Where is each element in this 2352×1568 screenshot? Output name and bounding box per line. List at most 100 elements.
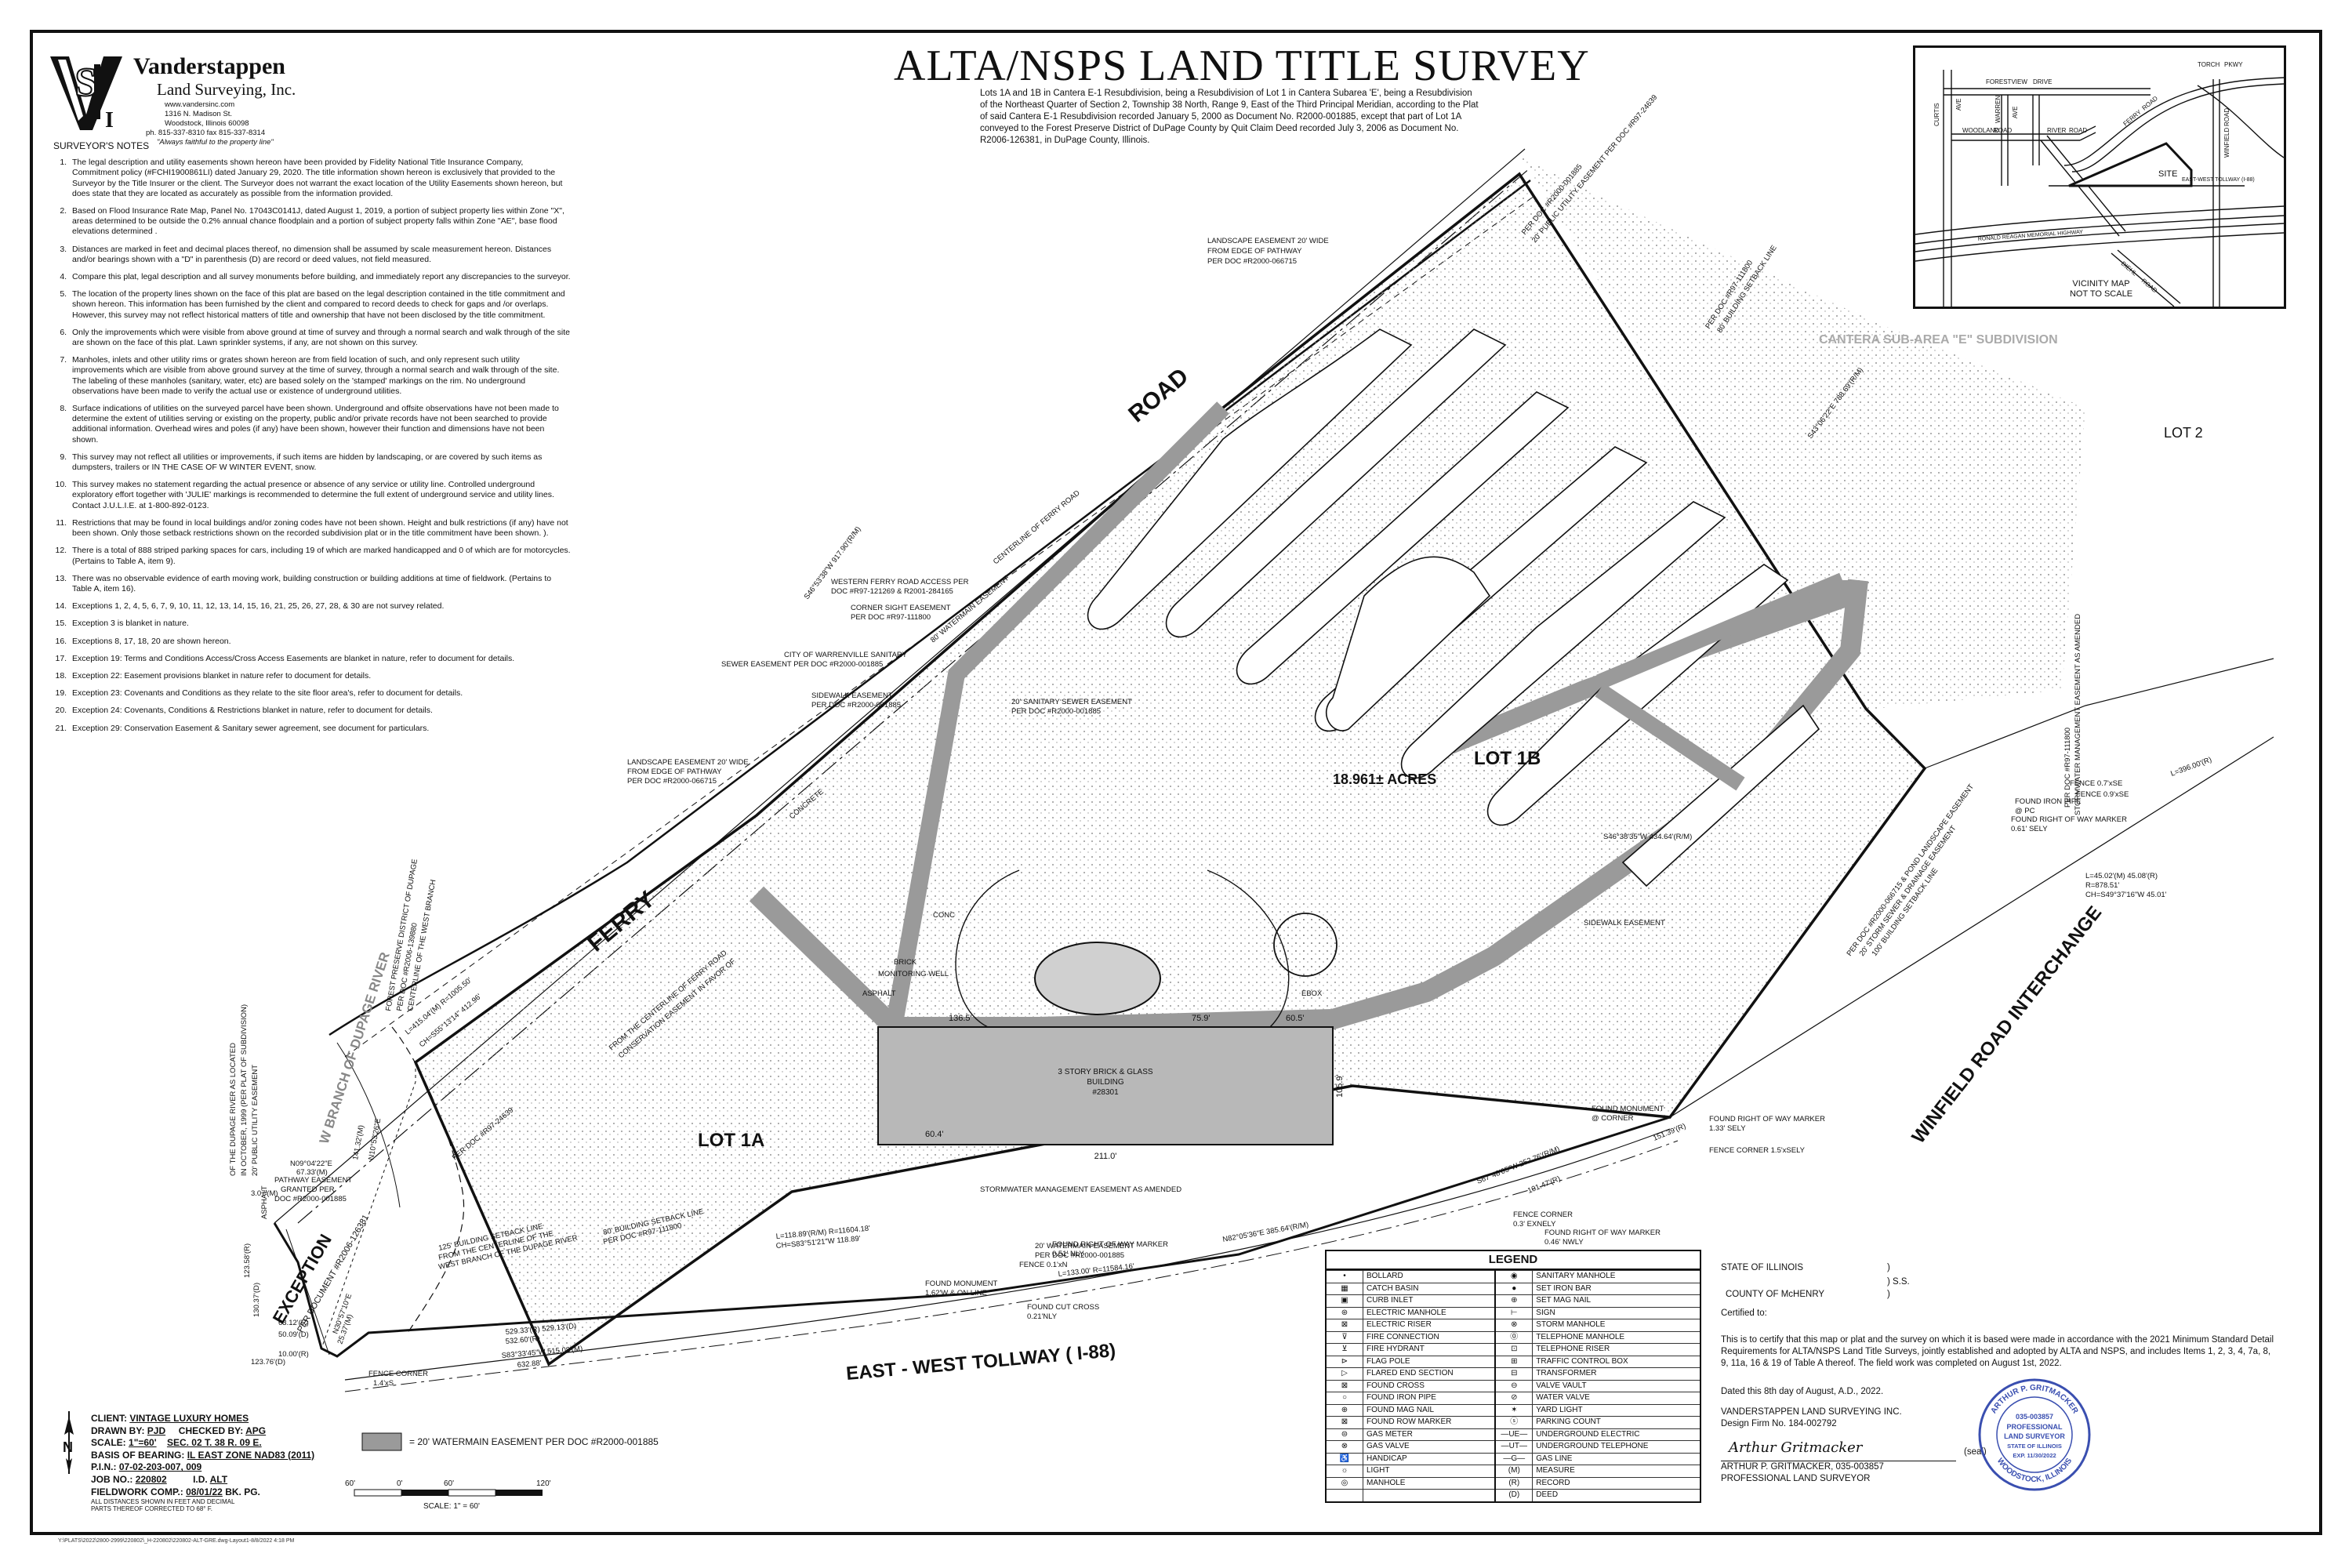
plan-annotation: @ CORNER (1592, 1114, 1634, 1123)
legend-symbol-icon: ⓪ (1495, 1330, 1534, 1344)
tb-bearing-lbl: BASIS OF BEARING: (91, 1449, 185, 1461)
company-motto: "Always faithful to the property line" (157, 138, 274, 147)
vic-street-forestview: FORESTVIEW (1986, 78, 2027, 85)
plan-annotation: 101.47'(R) (1526, 1174, 1562, 1196)
cert-firm: VANDERSTAPPEN LAND SURVEYING INC. (1721, 1407, 1902, 1417)
building-label-2: BUILDING (1087, 1078, 1123, 1087)
legend-symbol-icon: ⊕ (1327, 1403, 1363, 1417)
plan-annotation: 3.07'(M) (251, 1189, 278, 1198)
legend-name: WATER VALVE (1532, 1392, 1700, 1404)
note-item: The legal description and utility easeme… (69, 158, 571, 199)
legend-symbol-icon: ⊗ (1495, 1319, 1534, 1331)
plan-annotation: 532.60'(R) (505, 1334, 540, 1346)
plan-annotation: 123.76'(D) (251, 1358, 285, 1367)
scale-tick-2: 60' (444, 1479, 454, 1488)
plan-annotation: S46°38'35"W 434.64'(R/M) (1603, 833, 1692, 841)
surveyors-notes: SURVEYOR'S NOTES The legal description a… (53, 140, 571, 741)
plan-annotation: EBOX (1301, 989, 1323, 998)
plan-annotation: FOUND IRON PIPE (2015, 797, 2081, 806)
tb-drawn: PJD (147, 1425, 166, 1436)
courtyard (1034, 942, 1161, 1015)
note-item: Manholes, inlets and other utility rims … (69, 355, 571, 397)
note-item: Based on Flood Insurance Rate Map, Panel… (69, 206, 571, 238)
tollway-label: EAST - WEST TOLLWAY ( I-88) (845, 1340, 1116, 1385)
note-item: There is a total of 888 striped parking … (69, 546, 571, 566)
legend-name: PARKING COUNT (1532, 1416, 1700, 1428)
legend-name: STORM MANHOLE (1532, 1319, 1700, 1331)
cert-ss: ) S.S. (1887, 1277, 1910, 1287)
legend-symbol-icon: —UE— (1495, 1428, 1534, 1441)
tb-bearing: IL EAST ZONE NAD83 (2011) (187, 1449, 315, 1461)
legend-name: FLAG POLE (1363, 1355, 1497, 1368)
plan-annotation: FOUND MONUMENT (1592, 1105, 1664, 1113)
notes-list: The legal description and utility easeme… (53, 158, 571, 734)
tb-id: ALT (209, 1473, 228, 1485)
river-label: W BRANCH OF DUPAGE RIVER (317, 950, 393, 1145)
legend-symbol-icon: ⊗ (1327, 1440, 1363, 1453)
plan-annotation: FOUND RIGHT OF WAY MARKER (1052, 1240, 1168, 1249)
company-web: www.vandersinc.com (165, 100, 235, 109)
plan-annotation: PER DOC #R97-111800 (2063, 728, 2072, 808)
watermain-easement-band-3 (885, 401, 1229, 1029)
legend-name: GAS VALVE (1363, 1440, 1497, 1453)
lot-1a-label: LOT 1A (698, 1130, 764, 1151)
legend-symbol-icon: —UT— (1495, 1440, 1534, 1453)
building-dim-759: 75.9' (1192, 1014, 1210, 1023)
tb-bk-lbl: BK. (225, 1486, 241, 1497)
cert-paren-2: ) (1887, 1290, 1890, 1299)
legend-symbol-icon: ⓢ (1495, 1416, 1534, 1428)
legend-symbol-icon: ▦ (1327, 1282, 1363, 1295)
lot-1a-boundary (273, 1026, 1671, 1358)
vic-street-tollway: EAST-WEST TOLLWAY (I-88) (2182, 177, 2255, 183)
note-item: Exception 3 is blanket in nature. (69, 619, 571, 629)
acres-label: 18.961± ACRES (1333, 771, 1436, 787)
plan-annotation: CITY OF WARRENVILLE SANITARY (784, 651, 908, 659)
vic-street-woodland-road: ROAD (1994, 127, 2012, 134)
vic-street-river: RIVER (2047, 127, 2067, 134)
legend-name: UNDERGROUND TELEPHONE (1532, 1440, 1700, 1453)
note-item: The location of the property lines shown… (69, 289, 571, 321)
legend-name: ELECTRIC MANHOLE (1363, 1306, 1497, 1319)
vic-street-winfield-road: ROAD (2223, 108, 2230, 126)
tb-scale: 1"=60' (129, 1437, 157, 1449)
plan-annotation: 0.51' NLY (1052, 1250, 1084, 1258)
plan-annotation: N09°04'22"E (290, 1160, 332, 1168)
lot-1b-boundary (413, 172, 1927, 1367)
watermain-legend-swatch (361, 1432, 402, 1451)
vicinity-map-drawing: FORESTVIEW DRIVE TORCH PKWY CURTIS AVE W… (1915, 61, 2284, 307)
tb-checked: APG (245, 1425, 267, 1436)
legend-name: SIGN (1532, 1306, 1700, 1319)
plan-annotation: DOC #R97-121269 & R2001-284165 (831, 587, 953, 596)
legend-row: ⊳FLAG POLE⊞TRAFFIC CONTROL BOX (1327, 1355, 1700, 1368)
legend-symbol-icon: ⊡ (1495, 1343, 1534, 1356)
vic-street-curtis: CURTIS (1933, 103, 1940, 126)
legend-symbol-icon: ⊢ (1495, 1306, 1534, 1319)
plan-annotation: 50.09'(D) (278, 1330, 309, 1339)
page-title: ALTA/NSPS LAND TITLE SURVEY (894, 42, 1590, 90)
legend-symbol-icon: ⊠ (1327, 1319, 1363, 1331)
plan-annotation: OF THE DUPAGE RIVER AS LOCATED (229, 1043, 238, 1176)
legend-name: DEED (1532, 1489, 1700, 1501)
legend-name: FLARED END SECTION (1363, 1367, 1497, 1380)
plan-annotation: CORNER SIGHT EASEMENT (851, 604, 951, 612)
tb-scale-lbl: SCALE: (91, 1437, 126, 1449)
company-address1: 1316 N. Madison St. (165, 110, 233, 118)
notes-heading: SURVEYOR'S NOTES (53, 140, 150, 151)
cert-paren-1: ) (1887, 1263, 1890, 1272)
building-dim-1365: 136.5' (949, 1014, 972, 1023)
legend-symbol-icon: ◉ (1495, 1270, 1534, 1283)
legal-description: Lots 1A and 1B in Cantera E-1 Resubdivis… (980, 89, 1479, 145)
legend-symbol-icon (1327, 1489, 1363, 1501)
plan-annotation: IN OCTOBER, 1999 (PER PLAT OF SUBDIVISIO… (240, 1004, 249, 1176)
scale-tick-1: 0' (397, 1479, 403, 1488)
scale-tick-0: 60' (345, 1479, 355, 1488)
seal-num: 035-003857 (2016, 1413, 2053, 1421)
legend-symbol-icon: ⊟ (1495, 1367, 1534, 1380)
vic-site-label: SITE (2158, 169, 2177, 179)
note-item: Surface indications of utilities on the … (69, 404, 571, 445)
vicinity-caption-2: NOT TO SCALE (2069, 289, 2133, 299)
plan-annotation: 67.33'(M) (296, 1168, 328, 1177)
legend-symbol-icon: (D) (1495, 1489, 1534, 1501)
legend-name: TELEPHONE MANHOLE (1532, 1330, 1700, 1344)
